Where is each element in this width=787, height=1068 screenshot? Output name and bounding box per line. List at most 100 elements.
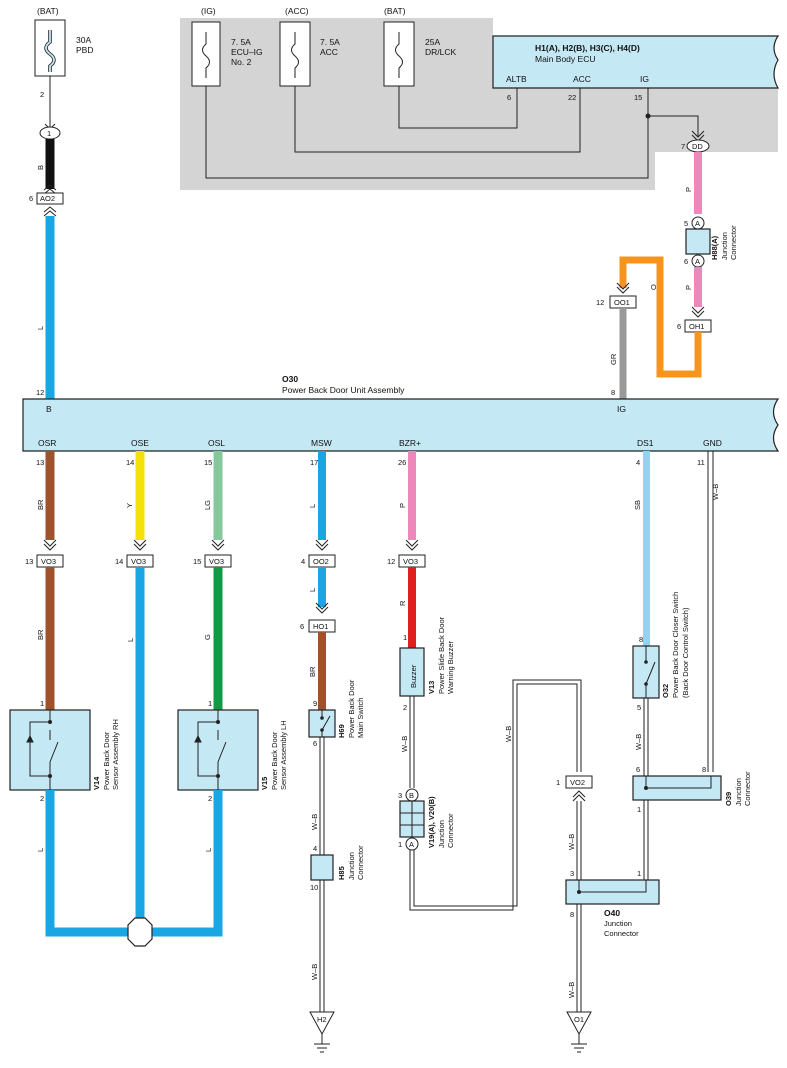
wire-gr-gray — [619, 308, 627, 399]
wire-msw-br-label: BR — [308, 666, 317, 677]
ground-o1-label: O1 — [574, 1015, 584, 1024]
o30-name: Power Back Door Unit Assembly — [282, 385, 405, 395]
wire-osr-br-lower — [45, 567, 55, 710]
fuse-dr-rating: 25A — [425, 37, 440, 47]
o30-unit — [22, 398, 780, 452]
o39-pin-c: 1 — [637, 805, 641, 814]
h88-bot-letter: A — [695, 257, 700, 266]
ho1-code: HO1 — [313, 622, 328, 631]
o30-num-14: 14 — [126, 458, 134, 467]
wire-o40-wb — [576, 904, 582, 1012]
fuse-dr-name: DR/LCK — [425, 47, 457, 57]
o30-pin-b: B — [46, 404, 52, 414]
o32-wire-label: W–B — [634, 734, 643, 750]
vo2-wire-label: W–B — [567, 834, 576, 850]
h85-code: H85 — [337, 866, 346, 880]
o30-pin-bzr: BZR+ — [399, 438, 421, 448]
o32-name2: (Back Door Control Switch) — [681, 607, 690, 698]
o30-pin-ds1: DS1 — [637, 438, 654, 448]
wire-b-black — [45, 139, 55, 189]
o30-pin-osr: OSR — [38, 438, 56, 448]
ecu-num-22: 22 — [568, 93, 576, 102]
connector-oh1-code: OH1 — [689, 322, 704, 331]
o40-name1: Junction — [604, 919, 632, 928]
o40-wire-label: W–B — [567, 982, 576, 998]
o30-num-4: 4 — [636, 458, 640, 467]
vo3-15-code: VO3 — [209, 557, 224, 566]
h69-pin-bot: 6 — [313, 739, 317, 748]
connector-dd-pin: 7 — [681, 142, 685, 151]
o40-code: O40 — [604, 908, 620, 918]
ecu-pin-ig: IG — [640, 74, 649, 84]
ground-h2 — [309, 1011, 335, 1036]
v19-letter-bot: A — [409, 840, 414, 849]
v14-name2: Sensor Assembly RH — [111, 719, 120, 790]
h85-name1: Junction — [347, 852, 356, 880]
ho1-pin: 6 — [300, 622, 304, 631]
fuse-ig-rating: 7. 5A — [231, 37, 251, 47]
ecu-num-6: 6 — [507, 93, 511, 102]
v14-code: V14 — [92, 776, 101, 790]
wire-bzr-r-lower — [408, 567, 416, 650]
fuse-ig-name1: ECU–IG — [231, 47, 263, 57]
h88-name1: Junction — [720, 232, 729, 260]
wire-osr-lower-label: BR — [36, 629, 45, 640]
h88-top-letter: A — [695, 219, 700, 228]
ground-h2-label: H2 — [317, 1015, 327, 1024]
wire-o39-o40 — [643, 800, 649, 880]
wire-ose-label: Y — [125, 503, 134, 508]
o32-pin-top: 8 — [639, 635, 643, 644]
o30-pin-ose: OSE — [131, 438, 149, 448]
v15-code: V15 — [260, 777, 269, 790]
connector-ao2-pin: 6 — [29, 194, 33, 203]
v19-pin-bot: 1 — [398, 840, 402, 849]
o39-pin-a: 6 — [636, 765, 640, 774]
v13-pin-bot: 2 — [403, 703, 407, 712]
wire-msw-br — [318, 632, 326, 710]
v19-pin-top: 3 — [398, 791, 402, 800]
o30-pin-osl: OSL — [208, 438, 225, 448]
wire-vo2-wb — [576, 801, 582, 880]
wire-v13-wb — [409, 696, 415, 788]
o30-top-num-12: 12 — [36, 388, 44, 397]
wire-b-label: B — [36, 165, 45, 170]
v14-out-label: L — [36, 848, 45, 852]
o32-name1: Power Back Door Closer Switch — [671, 592, 680, 698]
connector-oh1-pin: 6 — [677, 322, 681, 331]
oo2-code: OO2 — [313, 557, 329, 566]
ecu-pin-altb: ALTB — [506, 74, 527, 84]
vo3-13-code: VO3 — [41, 557, 56, 566]
wire-msw-label: L — [308, 504, 317, 508]
junction-h85 — [310, 854, 334, 881]
o30-num-15: 15 — [204, 458, 212, 467]
o30-pin-gnd: GND — [703, 438, 722, 448]
h85-pin-top: 4 — [313, 844, 317, 853]
wire-osr-br — [45, 451, 55, 540]
wire-msw-lower-label: L — [308, 588, 317, 592]
fuse-ig-ecu: (IG) 7. 5A ECU–IG No. 2 — [191, 6, 263, 87]
v15-name2: Sensor Assembly LH — [279, 720, 288, 790]
wire-p-top-label: P — [684, 187, 693, 192]
fuse-dr-icon — [395, 32, 403, 78]
oo2-pin: 4 — [301, 557, 305, 566]
h85-name2: Connector — [356, 845, 365, 880]
wire-l-sensor-loop — [45, 790, 223, 937]
buzzer-label: Buzzer — [409, 664, 418, 688]
wire-l-bat — [45, 216, 55, 399]
splice-dot — [645, 113, 651, 119]
vo2-code: VO2 — [570, 778, 585, 787]
wire-gnd-wb — [707, 451, 714, 772]
ecu-wires — [205, 86, 699, 179]
wire-ose-lower-label: L — [126, 638, 135, 642]
wire-p-bot — [694, 267, 702, 307]
v14-pin-bot: 2 — [40, 794, 44, 803]
fuse-acc-icon — [291, 32, 299, 78]
v19-letter-top: B — [409, 791, 414, 800]
h69-code: H69 — [337, 724, 346, 738]
buzzer-v13 — [399, 647, 425, 697]
h88-name2: Connector — [729, 225, 738, 260]
v19-wire-label: W–B — [504, 726, 513, 742]
wire-msw-l-lower — [318, 567, 326, 607]
